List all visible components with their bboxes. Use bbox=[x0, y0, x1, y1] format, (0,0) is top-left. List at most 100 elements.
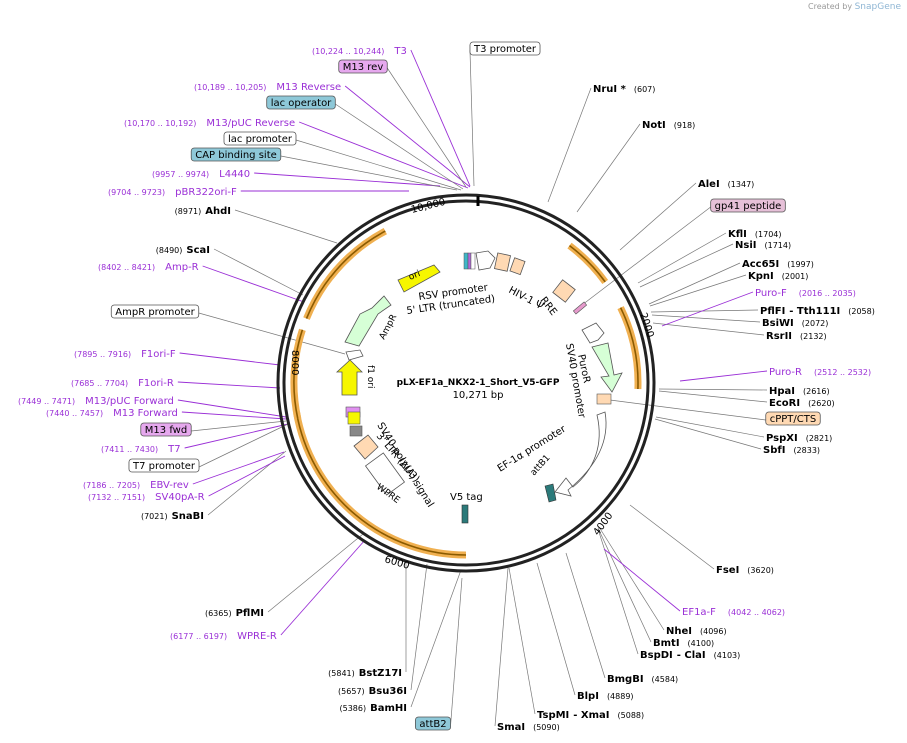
enzyme-site[interactable]: FseI(3620) bbox=[716, 565, 774, 576]
enzyme-site[interactable]: SmaI(5090) bbox=[497, 722, 560, 733]
primer-site[interactable]: (9704 .. 9723)pBR322ori-F bbox=[108, 187, 237, 198]
primer-site[interactable]: (7440 .. 7457)M13 Forward bbox=[46, 408, 178, 419]
feature-box-label[interactable]: gp41 peptide bbox=[710, 198, 786, 213]
primer-site[interactable]: (8402 .. 8421)Amp-R bbox=[98, 262, 199, 273]
primer-site[interactable]: EF1a-F(4042 .. 4062) bbox=[682, 607, 785, 618]
enzyme-site[interactable]: HpaI(2616) bbox=[769, 386, 830, 397]
feature-sv40-polya[interactable] bbox=[353, 434, 379, 460]
feature-box bbox=[110, 304, 200, 319]
feature-box-label[interactable]: M13 fwd bbox=[140, 422, 192, 437]
primer-site[interactable]: (10,189 .. 10,205)M13 Reverse bbox=[194, 82, 341, 93]
feature-rsv-promoter[interactable]: RSV promoter 5' LTR (truncated) bbox=[406, 250, 496, 317]
enzyme-site[interactable]: (6365)PflMI bbox=[205, 608, 264, 619]
enzyme-site[interactable]: BlpI(4889) bbox=[577, 691, 634, 702]
feature-box-label[interactable]: AmpR promoter bbox=[110, 304, 200, 319]
box-leader bbox=[335, 103, 464, 190]
enzyme-site[interactable]: EcoRI(2620) bbox=[769, 398, 835, 409]
feature-box-label[interactable]: lac promoter bbox=[223, 131, 297, 146]
primer-leader bbox=[184, 423, 289, 449]
enzyme-name: BamHI bbox=[370, 703, 407, 714]
enzyme-site[interactable]: (7021)SnaBI bbox=[141, 511, 204, 522]
primer-range: (7895 .. 7916) bbox=[74, 350, 131, 359]
feature-box-label[interactable]: T7 promoter bbox=[128, 458, 200, 473]
enzyme-site[interactable]: (5386)BamHI bbox=[340, 703, 408, 714]
enzyme-site[interactable]: Acc65I(1997) bbox=[742, 259, 814, 270]
feature-box-label[interactable]: attB2 bbox=[414, 716, 452, 731]
enzyme-site[interactable]: NsiI(1714) bbox=[735, 240, 791, 251]
enzyme-name: AhdI bbox=[205, 206, 231, 217]
primer-site[interactable]: (10,224 .. 10,244)T3 bbox=[312, 46, 407, 57]
feature-box-text: lac operator bbox=[271, 98, 332, 109]
enzyme-name-alt: - Tth111I bbox=[789, 306, 840, 317]
enzyme-leader bbox=[576, 123, 641, 213]
enzyme-leader bbox=[598, 526, 665, 631]
enzyme-site[interactable]: BmtI(4100) bbox=[653, 638, 714, 649]
enzyme-site[interactable]: (8490)ScaI bbox=[156, 245, 210, 256]
plasmid-name: pLX-EF1a_NKX2-1_Short_V5-GFP bbox=[397, 378, 560, 388]
feature-label-f1-ori: f1 ori bbox=[365, 365, 375, 388]
enzyme-site[interactable]: SbfI(2833) bbox=[763, 445, 820, 456]
tick-label-6000: 6000 bbox=[383, 554, 410, 572]
enzyme-site[interactable]: RsrII(2132) bbox=[766, 331, 827, 342]
primer-name: M13/pUC Reverse bbox=[206, 118, 295, 129]
feature-box-label[interactable]: CAP binding site bbox=[190, 147, 282, 162]
feature-ori[interactable]: ori bbox=[397, 264, 441, 293]
primer-site[interactable]: Puro-R(2512 .. 2532) bbox=[769, 367, 871, 378]
enzyme-site[interactable]: (8971)AhdI bbox=[175, 206, 231, 217]
primer-name: pBR322ori-F bbox=[175, 187, 237, 198]
primer-name: WPRE-R bbox=[237, 631, 277, 642]
enzyme-site[interactable]: PspXI(2821) bbox=[766, 433, 832, 444]
enzyme-name: SmaI bbox=[497, 722, 525, 733]
enzyme-site[interactable]: PflFI- Tth111I(2058) bbox=[760, 306, 875, 317]
feature-box-label[interactable]: cPPT/CTS bbox=[765, 411, 821, 426]
orf-arc-core bbox=[569, 244, 606, 283]
enzyme-site[interactable]: NotI(918) bbox=[642, 120, 695, 131]
primer-range: (8402 .. 8421) bbox=[98, 263, 155, 272]
feature-hiv-psi[interactable]: HIV-1 Ψ bbox=[493, 252, 546, 313]
primer-site[interactable]: (7186 .. 7205)EBV-rev bbox=[83, 480, 189, 491]
enzyme-leader bbox=[565, 552, 606, 679]
feature-rre[interactable]: RRE bbox=[538, 279, 576, 318]
feature-box bbox=[469, 41, 541, 56]
enzyme-site[interactable]: NheI(4096) bbox=[666, 626, 727, 637]
enzyme-site[interactable]: KpnI(2001) bbox=[748, 271, 808, 282]
feature-box-label[interactable]: T3 promoter bbox=[469, 41, 541, 56]
primer-site[interactable]: (7895 .. 7916) F1ori-F bbox=[74, 349, 176, 360]
primer-name: F1ori-F bbox=[141, 349, 176, 360]
enzyme-site[interactable]: NruI *(607) bbox=[593, 84, 655, 95]
box-leader bbox=[198, 423, 289, 468]
feature-box bbox=[128, 458, 200, 473]
primer-site[interactable]: (7411 .. 7430)T7 bbox=[101, 444, 181, 455]
enzyme-site[interactable]: BmgBI(4584) bbox=[607, 674, 678, 685]
enzyme-position: (1347) bbox=[728, 180, 755, 189]
primer-site[interactable]: (7685 .. 7704)F1ori-R bbox=[71, 378, 174, 389]
enzyme-site[interactable]: KflI(1704) bbox=[728, 229, 782, 240]
enzyme-site[interactable]: BsiWI(2072) bbox=[762, 318, 828, 329]
enzyme-site[interactable]: AleI(1347) bbox=[698, 179, 754, 190]
primer-site[interactable]: (7449 .. 7471)M13/pUC Forward bbox=[18, 396, 174, 407]
primer-leader bbox=[298, 121, 469, 189]
primer-name: Puro-R bbox=[769, 367, 802, 378]
primer-site[interactable]: (6177 .. 6197)WPRE-R bbox=[170, 631, 277, 642]
primer-site[interactable]: (7132 .. 7151)SV40pA-R bbox=[88, 492, 205, 503]
feature-attb1[interactable]: attB1 bbox=[529, 453, 557, 503]
enzyme-leader bbox=[597, 528, 639, 655]
primer-site[interactable]: (9957 .. 9974)L4440 bbox=[152, 169, 250, 180]
enzyme-site[interactable]: BspDI- ClaI(4103) bbox=[640, 650, 740, 661]
enzyme-name-alt: - ClaI bbox=[677, 650, 706, 661]
primer-name: EF1a-F bbox=[682, 607, 716, 618]
feature-ampr[interactable]: AmpR bbox=[344, 295, 399, 347]
enzyme-site[interactable]: (5657)Bsu36I bbox=[338, 686, 407, 697]
feature-v5-tag[interactable]: V5 tag bbox=[450, 492, 483, 524]
enzyme-site[interactable]: TspMI- XmaI(5088) bbox=[537, 710, 644, 721]
feature-label-hiv-psi: HIV-1 Ψ bbox=[507, 285, 546, 312]
feature-box-label[interactable]: lac operator bbox=[266, 95, 336, 110]
feature-ef1a-promoter[interactable]: EF-1α promoter bbox=[496, 411, 607, 497]
enzyme-name-alt: - XmaI bbox=[573, 710, 609, 721]
enzyme-site[interactable]: (5841)BstZ17I bbox=[328, 668, 402, 679]
primer-site[interactable]: (10,170 .. 10,192)M13/pUC Reverse bbox=[124, 118, 295, 129]
feature-f1-ori[interactable]: f1 ori bbox=[335, 359, 375, 396]
enzyme-position: (5841) bbox=[328, 669, 355, 678]
primer-site[interactable]: Puro-F(2016 .. 2035) bbox=[755, 288, 856, 299]
feature-box-label[interactable]: M13 rev bbox=[338, 59, 388, 74]
